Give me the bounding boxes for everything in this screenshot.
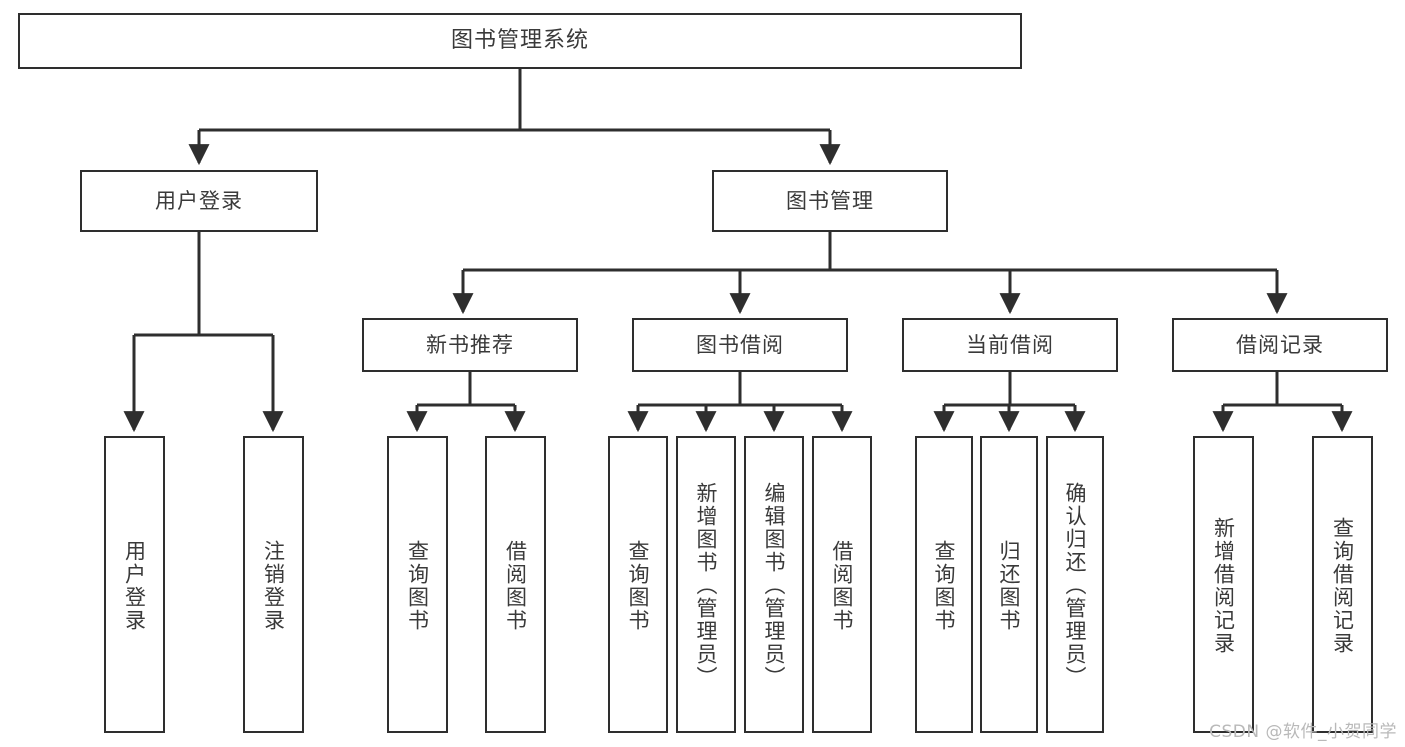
node-label: 新增图书（管理员） — [694, 482, 719, 689]
node-label: 用户登录 — [122, 539, 147, 632]
node-label: 注销登录 — [261, 539, 286, 632]
node-leaf-user-login[interactable]: 用户登录 — [104, 436, 165, 733]
node-leaf-query-book-recommend[interactable]: 查询图书 — [387, 436, 448, 733]
node-label: 查询图书 — [405, 539, 430, 632]
node-label: 当前借阅 — [966, 332, 1054, 357]
node-leaf-confirm-return-admin[interactable]: 确认归还（管理员） — [1046, 436, 1104, 733]
node-label: 图书管理 — [786, 188, 874, 213]
node-label: 新增借阅记录 — [1211, 516, 1236, 655]
node-leaf-add-borrow-record[interactable]: 新增借阅记录 — [1193, 436, 1254, 733]
node-label: 借阅记录 — [1236, 332, 1324, 357]
node-label: 查询图书 — [626, 539, 651, 632]
node-label: 归还图书 — [997, 539, 1022, 632]
node-book-management[interactable]: 图书管理 — [712, 170, 948, 232]
node-borrow-record[interactable]: 借阅记录 — [1172, 318, 1388, 372]
node-label: 查询借阅记录 — [1330, 516, 1355, 655]
node-label: 图书借阅 — [696, 332, 784, 357]
node-user-login[interactable]: 用户登录 — [80, 170, 318, 232]
node-label: 用户登录 — [155, 188, 243, 213]
node-leaf-query-book-current[interactable]: 查询图书 — [915, 436, 973, 733]
node-label: 借阅图书 — [830, 539, 855, 632]
node-label: 确认归还（管理员） — [1063, 482, 1088, 689]
node-leaf-borrow-book[interactable]: 借阅图书 — [812, 436, 872, 733]
csdn-watermark: CSDN @软件_小贺同学 — [1209, 722, 1397, 742]
node-leaf-user-logout[interactable]: 注销登录 — [243, 436, 304, 733]
node-leaf-borrow-book-recommend[interactable]: 借阅图书 — [485, 436, 546, 733]
node-leaf-return-book[interactable]: 归还图书 — [980, 436, 1038, 733]
node-label: 图书管理系统 — [450, 28, 589, 54]
node-leaf-edit-book-admin[interactable]: 编辑图书（管理员） — [744, 436, 804, 733]
node-current-borrow[interactable]: 当前借阅 — [902, 318, 1118, 372]
node-leaf-query-borrow-record[interactable]: 查询借阅记录 — [1312, 436, 1373, 733]
node-label: 新书推荐 — [426, 332, 514, 357]
node-label: 编辑图书（管理员） — [762, 482, 787, 689]
node-label: 查询图书 — [932, 539, 957, 632]
node-new-book-recommend[interactable]: 新书推荐 — [362, 318, 578, 372]
node-book-borrow[interactable]: 图书借阅 — [632, 318, 848, 372]
node-leaf-query-book-borrow[interactable]: 查询图书 — [608, 436, 668, 733]
node-book-management-system[interactable]: 图书管理系统 — [18, 13, 1022, 69]
node-leaf-add-book-admin[interactable]: 新增图书（管理员） — [676, 436, 736, 733]
node-label: 借阅图书 — [503, 539, 528, 632]
